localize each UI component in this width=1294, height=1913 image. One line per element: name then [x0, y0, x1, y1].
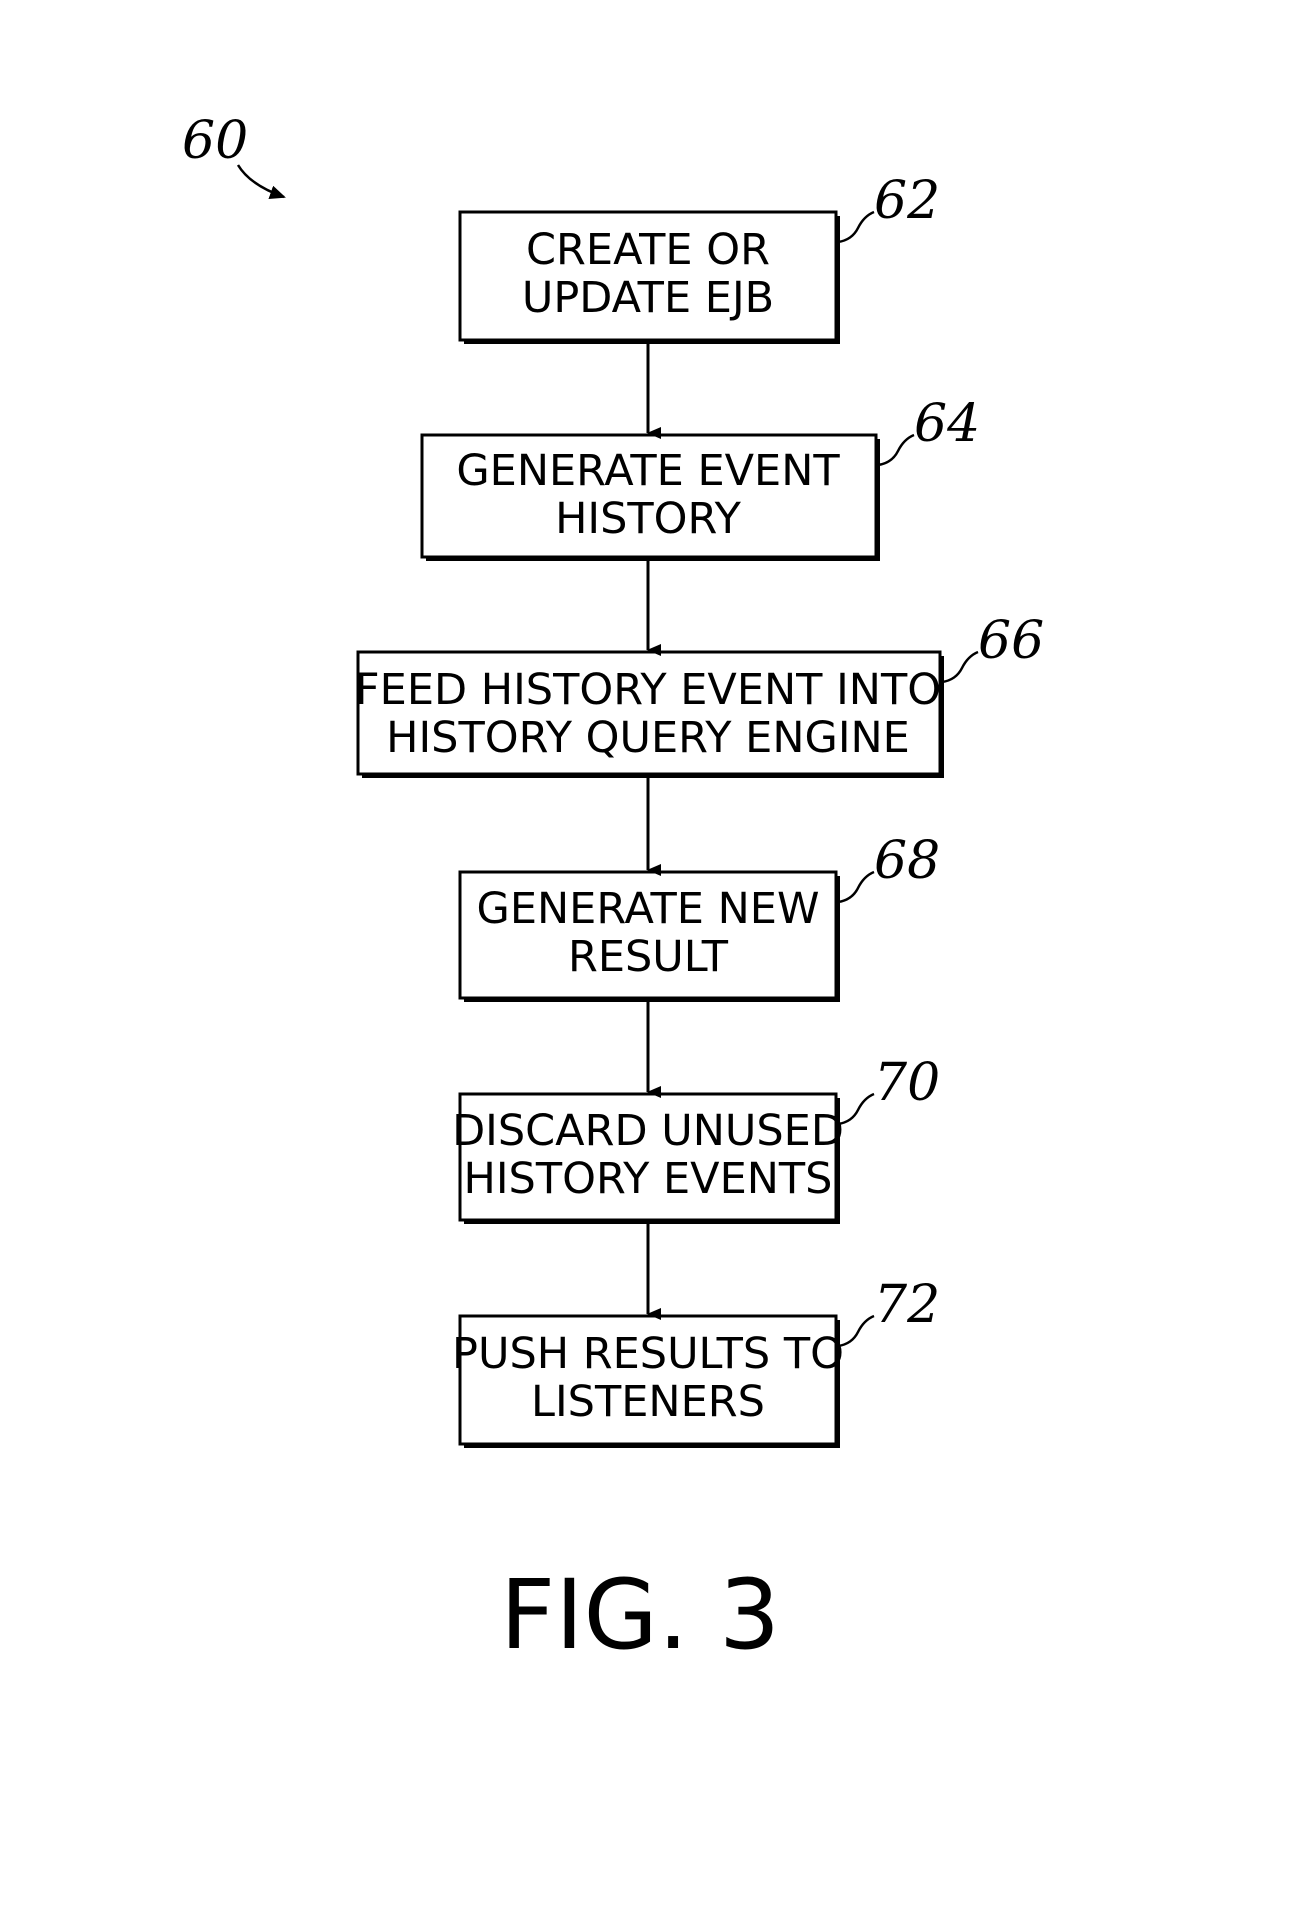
flowchart-step-62: CREATE ORUPDATE EJB 62 [460, 171, 940, 342]
figure-reference-numeral: 60 [182, 111, 248, 171]
step-reference-numeral: 70 [874, 1053, 940, 1113]
step-label-line: GENERATE NEW [477, 884, 820, 934]
step-label-line: UPDATE EJB [522, 273, 774, 323]
step-label-line: DISCARD UNUSED [452, 1106, 844, 1156]
step-reference-numeral: 66 [978, 611, 1044, 671]
step-label-line: PUSH RESULTS TO [452, 1329, 844, 1379]
step-reference-numeral: 62 [874, 171, 940, 231]
reference-leader-line [878, 435, 914, 465]
step-label-line: CREATE OR [526, 225, 770, 275]
step-reference-numeral: 64 [914, 394, 980, 454]
step-label-line: LISTENERS [531, 1377, 765, 1427]
reference-leader-line [942, 652, 978, 682]
step-label-line: HISTORY EVENTS [464, 1154, 833, 1204]
step-label-line: RESULT [568, 932, 729, 982]
step-label-line: GENERATE EVENT [456, 446, 840, 496]
step-reference-numeral: 68 [874, 831, 940, 891]
flowchart-step-70: DISCARD UNUSEDHISTORY EVENTS 70 [452, 1053, 940, 1222]
reference-leader-line [838, 872, 874, 902]
step-label-line: FEED HISTORY EVENT INTO [355, 665, 941, 715]
step-reference-numeral: 72 [874, 1275, 940, 1335]
figure-caption: FIG. 3 [500, 1559, 780, 1671]
flowchart-step-66: FEED HISTORY EVENT INTOHISTORY QUERY ENG… [355, 611, 1044, 776]
flowchart-step-64: GENERATE EVENTHISTORY 64 [422, 394, 980, 559]
reference-leader-line [838, 212, 874, 242]
step-label-line: HISTORY QUERY ENGINE [386, 713, 910, 763]
step-label-line: HISTORY [555, 494, 742, 544]
flowchart-step-72: PUSH RESULTS TOLISTENERS 72 [452, 1275, 940, 1446]
flowchart-steps: CREATE ORUPDATE EJB62GENERATE EVENTHISTO… [355, 171, 1044, 1446]
flowchart-step-68: GENERATE NEWRESULT 68 [460, 831, 940, 1000]
